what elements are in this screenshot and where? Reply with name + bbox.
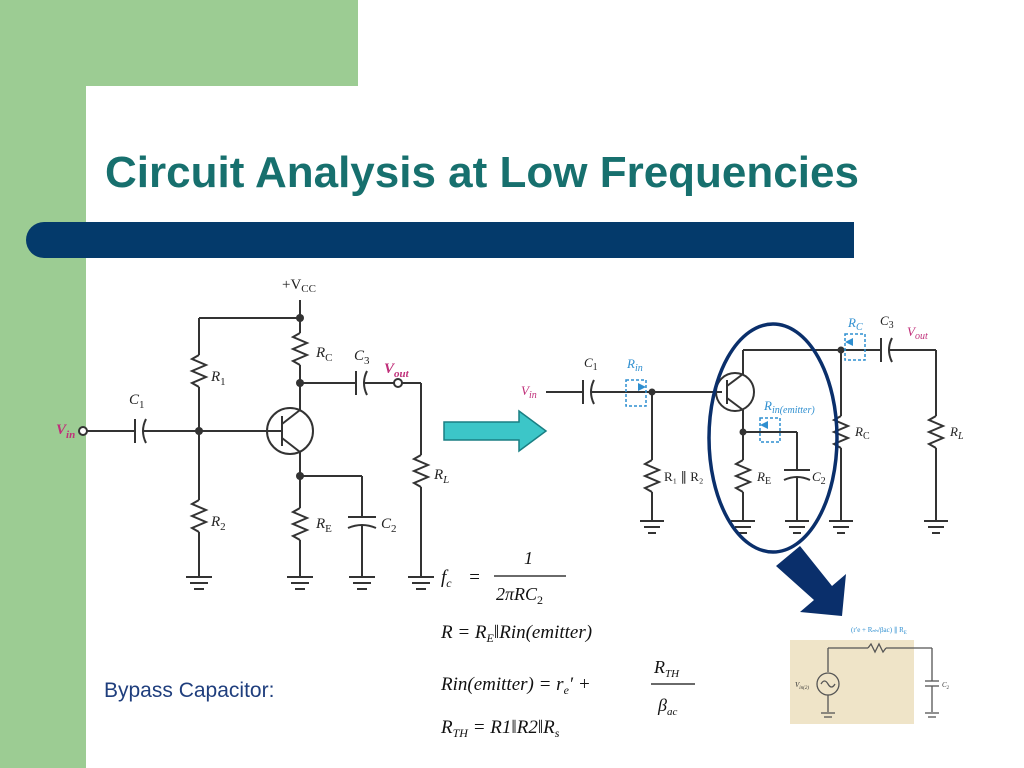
green-top-band bbox=[0, 0, 358, 86]
right-re-label: RE bbox=[756, 469, 771, 487]
emitter-highlight-ellipse bbox=[707, 322, 839, 554]
parallel-resistance-formula: R = RE‖Rin(emitter) bbox=[440, 622, 592, 645]
svg-text:RTH = R1‖R2‖Rs: RTH = R1‖R2‖Rs bbox=[440, 717, 560, 740]
right-rin-label: Rin bbox=[626, 356, 643, 374]
right-rl-label: RL bbox=[949, 424, 964, 442]
svg-text:1: 1 bbox=[524, 548, 533, 568]
c2-label: C2 bbox=[381, 516, 397, 535]
vout-label: Vout bbox=[384, 361, 410, 380]
svg-text:RTH: RTH bbox=[653, 657, 680, 680]
right-rc-label: RC bbox=[854, 424, 870, 442]
rl-label: RL bbox=[433, 467, 449, 486]
green-side-band bbox=[0, 0, 86, 768]
bypass-capacitor-label: Bypass Capacitor: bbox=[104, 679, 275, 702]
r2-label: R2 bbox=[210, 514, 226, 533]
right-c2-label: C2 bbox=[812, 469, 826, 487]
svg-text:βac: βac bbox=[657, 695, 677, 718]
r1-label: R1 bbox=[210, 369, 226, 388]
right-c3-label: C3 bbox=[880, 313, 894, 331]
thevenin-resistance-formula: RTH = R1‖R2‖Rs bbox=[440, 717, 560, 740]
re-label: RE bbox=[315, 516, 332, 535]
thumbnail-top-label: (r′e + Rₙₕ/βac) ∥ RE bbox=[851, 626, 907, 636]
right-vin-label: Vin bbox=[521, 383, 537, 401]
title-underline-bar bbox=[26, 222, 854, 258]
thumbnail-vin-label: Vin(2) bbox=[795, 681, 809, 691]
svg-text:R = RE‖Rin(emitter): R = RE‖Rin(emitter) bbox=[440, 622, 592, 645]
thumbnail-c-label: C2 bbox=[942, 681, 950, 691]
right-c1-label: C1 bbox=[584, 355, 598, 373]
svg-text:Rin(emitter) = re′ +: Rin(emitter) = re′ + bbox=[440, 674, 591, 697]
cutoff-frequency-formula: fc = 1 2πRC2 bbox=[441, 548, 566, 607]
c1-label: C1 bbox=[129, 392, 145, 411]
c3-label: C3 bbox=[354, 348, 370, 367]
slide-title: Circuit Analysis at Low Frequencies bbox=[105, 148, 859, 197]
vin-label: Vin bbox=[56, 422, 75, 441]
svg-text:=: = bbox=[468, 567, 481, 588]
right-vout-label: Vout bbox=[907, 324, 928, 342]
rin-emitter-formula: Rin(emitter) = re′ + RTH βac bbox=[440, 657, 695, 718]
right-r12-label: R₁ ∥ R₂ bbox=[664, 469, 703, 484]
rc-label: RC bbox=[315, 345, 333, 364]
right-rin-emitter-label: Rin(emitter) bbox=[763, 398, 815, 416]
svg-text:2πRC2: 2πRC2 bbox=[496, 584, 543, 607]
right-rc-top-label: RC bbox=[847, 315, 863, 333]
svg-text:fc: fc bbox=[441, 567, 452, 590]
vcc-label: +VCC bbox=[282, 277, 316, 295]
